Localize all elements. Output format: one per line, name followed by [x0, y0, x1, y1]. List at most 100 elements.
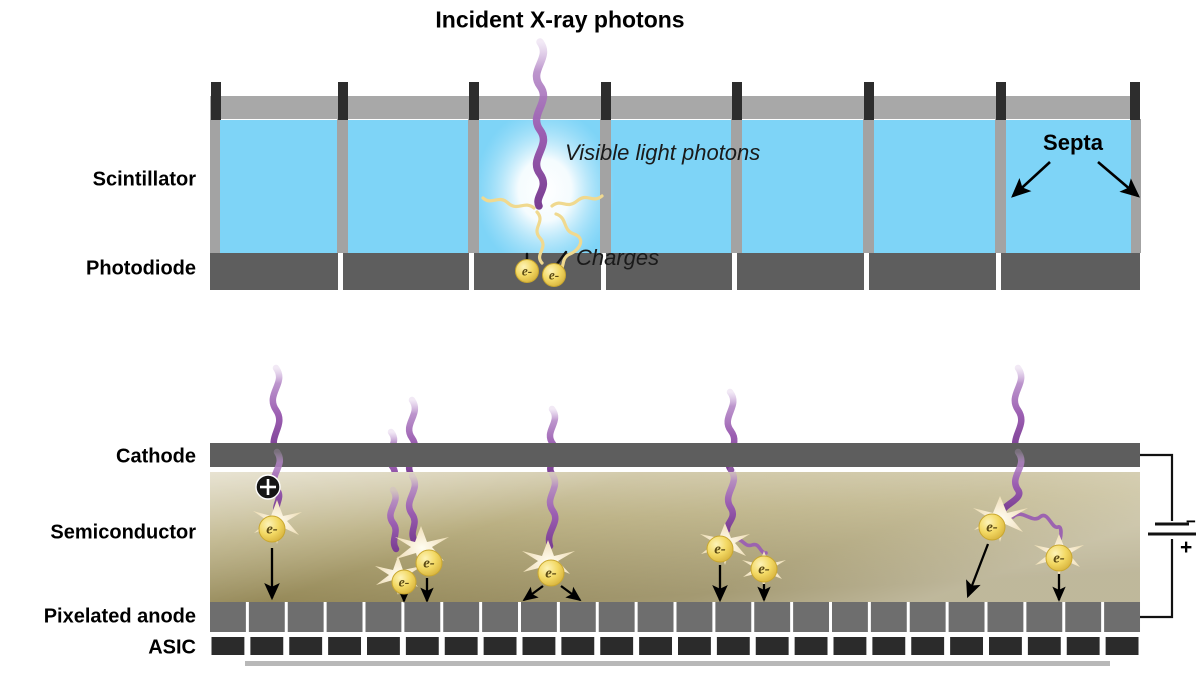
label-photodiode: Photodiode — [86, 257, 196, 280]
asic-cell — [522, 637, 556, 655]
electron: e- — [537, 559, 565, 587]
drift-5a — [966, 543, 990, 599]
asic-cell — [1105, 637, 1139, 655]
battery-minus-symbol: − — [1186, 512, 1196, 531]
battery-plus-symbol: + — [1180, 536, 1193, 559]
anode-pixel — [521, 602, 557, 632]
scatter-5 — [1011, 512, 1063, 545]
anode-pixel — [832, 602, 868, 632]
electron-label: e- — [1053, 551, 1065, 567]
anode-pixel — [1065, 602, 1102, 632]
anode-pixel — [598, 602, 635, 632]
asic-cell — [872, 637, 906, 655]
track-3 — [545, 470, 559, 550]
anode-pixel — [715, 602, 752, 632]
pixel-anode-row — [210, 602, 1141, 632]
anode-pixel — [637, 602, 674, 632]
electron: e- — [258, 515, 286, 543]
anode-pixel — [559, 602, 596, 632]
asic-cell — [716, 637, 750, 655]
electron-label: e- — [266, 522, 278, 538]
incident-photons-lower — [269, 364, 1025, 494]
asic-cell — [989, 637, 1022, 655]
electron-label: e- — [986, 520, 998, 536]
label-pixelated-anode: Pixelated anode — [43, 605, 196, 628]
electron: e- — [978, 513, 1006, 541]
hole-symbol — [255, 474, 281, 500]
anode-pixel — [948, 602, 985, 632]
track-4 — [723, 466, 738, 534]
anode-pixel — [365, 602, 402, 632]
septa-caps — [211, 82, 1140, 120]
asic-cell — [1027, 637, 1061, 655]
asic-cell — [600, 637, 634, 655]
asic-cell — [211, 637, 245, 655]
anode-pixel — [482, 602, 519, 632]
electron-label: e- — [545, 566, 557, 582]
label-visible-light-photons: Visible light photons — [565, 140, 761, 165]
anode-pixel — [210, 602, 246, 632]
scintillator-panel: e-e- — [210, 38, 1141, 290]
track-2b — [387, 486, 400, 553]
photodiode-row — [210, 253, 1140, 290]
anode-pixel — [404, 602, 441, 632]
electron: e- — [706, 535, 734, 563]
asic-cell — [367, 637, 400, 655]
asic-cell — [833, 637, 867, 655]
drift-3a — [522, 585, 544, 602]
anode-pixel — [1026, 602, 1063, 632]
asic-cell — [755, 637, 789, 655]
anode-pixel — [754, 602, 791, 632]
anode-pixel — [909, 602, 946, 632]
electron-label: e- — [423, 556, 435, 572]
anode-pixel — [870, 602, 907, 632]
semiconductor-panel: e- e- e- e- e- e- e- e- — [210, 364, 1196, 666]
asic-cell — [405, 637, 439, 655]
figure-title: Incident X-ray photons — [435, 6, 685, 33]
incident-photon-wave — [532, 38, 548, 210]
electron: e- — [1045, 544, 1073, 572]
electron: e- — [415, 549, 443, 577]
asic-cell — [639, 637, 673, 655]
track-2a — [405, 472, 419, 544]
asic-cell — [950, 637, 984, 655]
scintillator-cells — [215, 120, 1131, 253]
asic-row — [211, 637, 1139, 655]
label-septa: Septa — [1043, 130, 1103, 155]
electron-label: e- — [714, 542, 726, 558]
asic-cell — [794, 637, 828, 655]
electron-label: e- — [549, 268, 559, 283]
label-semiconductor: Semiconductor — [50, 521, 196, 544]
drift-arrows — [264, 543, 1066, 603]
electron: e- — [750, 555, 778, 583]
asic-cell — [289, 637, 323, 655]
bias-circuit-wire — [1140, 453, 1196, 619]
asic-cell — [483, 637, 517, 655]
track-5 — [999, 448, 1025, 514]
label-cathode: Cathode — [116, 445, 196, 468]
photon-1 — [269, 364, 283, 456]
asic-cell — [1066, 637, 1100, 655]
asic-cell — [328, 637, 362, 655]
photon-5 — [1011, 364, 1025, 456]
asic-cell — [561, 637, 595, 655]
charge-circles: e-e- — [515, 259, 566, 287]
anode-pixel — [676, 602, 713, 632]
label-charges: Charges — [576, 245, 660, 270]
anode-pixel — [1104, 602, 1141, 632]
star-2a — [395, 526, 449, 570]
asic-cell — [678, 637, 711, 655]
anode-pixel — [793, 602, 830, 632]
electron-label: e- — [399, 575, 410, 590]
visible-light-photons — [481, 194, 604, 274]
septa-arrows — [1011, 161, 1140, 198]
asic-cell — [911, 637, 945, 655]
anode-pixel — [326, 602, 363, 632]
electron-circles: e- e- e- e- e- e- e- e- — [258, 513, 1073, 595]
label-scintillator: Scintillator — [92, 168, 196, 191]
base-plate — [245, 661, 1110, 666]
reflector-bar — [210, 96, 1140, 119]
anode-pixel — [287, 602, 324, 632]
